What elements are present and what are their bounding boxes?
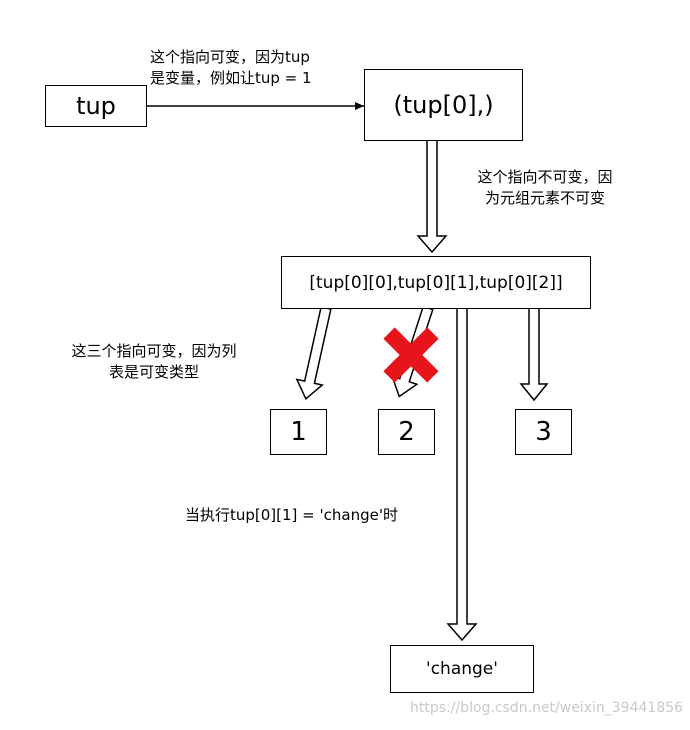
- watermark: https://blog.csdn.net/weixin_39441856: [410, 700, 684, 716]
- change-box: 'change': [390, 645, 534, 693]
- change-label: 'change': [426, 659, 498, 679]
- immutable-reference-note: 这个指向不可变，因 为元组元素不可变: [477, 168, 613, 207]
- value-2-box: 2: [378, 409, 435, 455]
- tup-variable-label: tup: [76, 92, 116, 120]
- value-1-box: 1: [270, 409, 327, 455]
- value-3-label: 3: [535, 417, 552, 447]
- list-to-change-arrow: [446, 295, 478, 642]
- tuple-to-list-arrow: [416, 139, 448, 254]
- tuple-box: (tup[0],): [364, 69, 523, 141]
- list-box: [tup[0][0],tup[0][1],tup[0][2]]: [281, 256, 591, 309]
- value-3-box: 3: [515, 409, 572, 455]
- mutable-reference-note: 这个指向可变，因为tup 是变量，例如让tup = 1: [150, 48, 312, 87]
- tuple-label: (tup[0],): [393, 91, 494, 119]
- assignment-note: 当执行tup[0][1] = 'change'时: [185, 506, 398, 524]
- tup-variable-box: tup: [45, 85, 147, 127]
- list-to-1-arrow: [295, 306, 332, 401]
- value-1-label: 1: [290, 417, 307, 447]
- red-x-icon: [383, 327, 439, 383]
- value-2-label: 2: [398, 417, 415, 447]
- list-to-3-arrow: [519, 307, 549, 402]
- list-label: [tup[0][0],tup[0][1],tup[0][2]]: [309, 272, 563, 293]
- list-references-note: 这三个指向可变，因为列 表是可变类型: [71, 342, 237, 381]
